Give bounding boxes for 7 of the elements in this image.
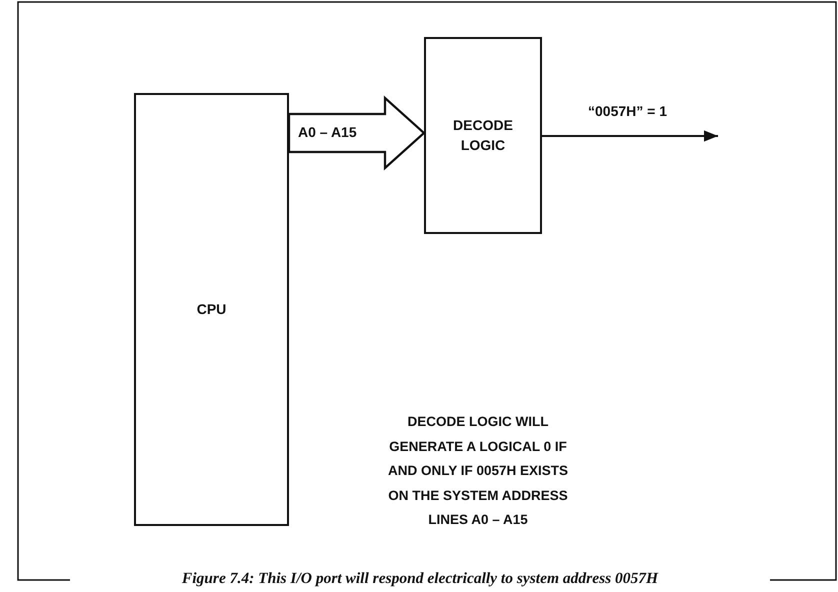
edge-label: “0057H” = 1 <box>588 103 667 119</box>
bus-arrow <box>288 96 426 170</box>
note-text: DECODE LOGIC WILL GENERATE A LOGICAL 0 IF AND ONLY IF 0057H EXISTS ON THE SYSTEM ADDRESS LINES A0 – A15 <box>386 413 570 529</box>
decode-logic-box: DECODE LOGIC <box>424 37 542 234</box>
arrow <box>542 130 718 142</box>
edge-label: A0 – A15 <box>298 124 357 140</box>
cpu-box: CPU <box>134 93 289 526</box>
